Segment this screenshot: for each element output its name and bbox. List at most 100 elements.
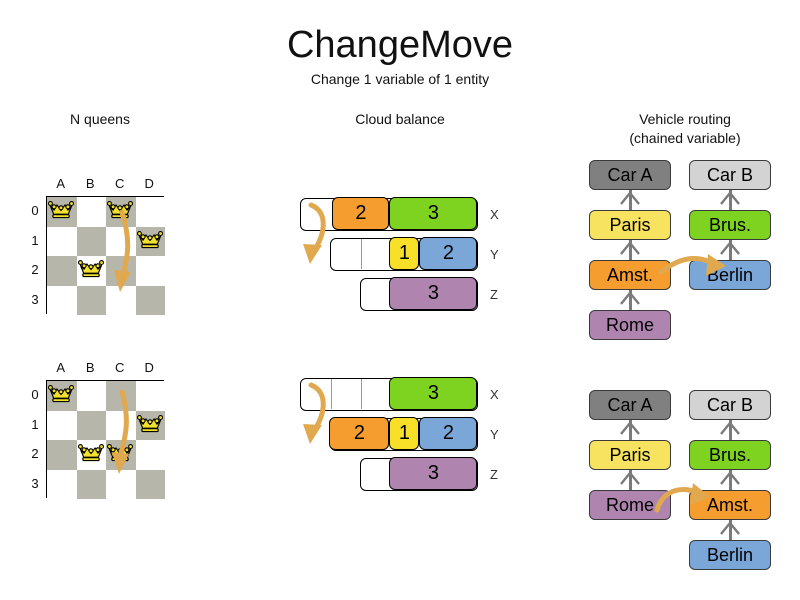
board-cell[interactable] [76, 197, 106, 227]
route-node[interactable]: Brus. [689, 210, 771, 240]
section-title-vehicle-routing: Vehicle routing [639, 111, 731, 127]
route-node[interactable]: Amst. [689, 490, 771, 520]
cloud-process[interactable]: 3 [389, 377, 478, 411]
cloud-bar[interactable]: 3 [360, 277, 478, 311]
board-cell[interactable] [135, 381, 165, 411]
board-cell[interactable] [76, 410, 106, 440]
board-cell[interactable] [135, 469, 165, 499]
queen-piece[interactable] [47, 382, 75, 408]
board-cell[interactable] [76, 469, 106, 499]
cloud-bar-tick [361, 379, 362, 409]
board-cell[interactable] [47, 285, 77, 315]
board-cell[interactable] [135, 285, 165, 315]
cloud-computer-label: X [490, 387, 499, 402]
route-edge [728, 470, 732, 490]
queen-icon [77, 444, 104, 462]
cloud-computer-label: Z [490, 467, 498, 482]
route-edge [628, 240, 632, 260]
route-arrowhead-icon [720, 421, 740, 435]
route-arrowhead-icon [620, 241, 640, 255]
board-cell[interactable] [135, 440, 165, 470]
cloud-process[interactable]: 3 [389, 457, 478, 491]
route-node[interactable]: Brus. [689, 440, 771, 470]
board-rank-label: 3 [31, 291, 39, 307]
cloud-bar[interactable]: 3 [360, 457, 478, 491]
route-arrowhead-icon [720, 471, 740, 485]
route-edge [728, 190, 732, 210]
board-cell[interactable] [47, 440, 77, 470]
route-node[interactable]: Rome [589, 310, 671, 340]
cloud-computer-label: X [490, 207, 499, 222]
queen-piece[interactable] [77, 257, 104, 283]
queen-icon [136, 414, 163, 432]
route-node[interactable]: Amst. [589, 260, 671, 290]
board-rank-label: 1 [31, 232, 39, 248]
cloud-process[interactable]: 2 [419, 417, 478, 451]
route-node[interactable]: Berlin [689, 260, 771, 290]
route-arrowhead-icon [720, 191, 740, 205]
route-node[interactable]: Car A [589, 390, 671, 420]
board-file-label: D [144, 360, 154, 375]
board-cell[interactable] [47, 226, 77, 256]
board-file-label: A [56, 360, 66, 375]
board-cell[interactable] [76, 381, 106, 411]
route-arrowhead-icon [620, 471, 640, 485]
route-node[interactable]: Paris [589, 210, 671, 240]
route-node[interactable]: Berlin [689, 540, 771, 570]
board-cell[interactable] [135, 197, 165, 227]
board-cell[interactable] [47, 256, 77, 286]
route-node[interactable]: Car B [689, 390, 771, 420]
chess-board[interactable] [46, 196, 165, 315]
cloud-process[interactable]: 2 [329, 417, 390, 451]
cloud-process[interactable]: 3 [389, 197, 478, 231]
board-cell[interactable] [76, 226, 106, 256]
board-rank-label: 2 [31, 262, 39, 277]
board-cell[interactable] [76, 285, 106, 315]
route-edge [628, 290, 632, 310]
route-arrowhead-icon [620, 291, 640, 305]
route-edge [628, 470, 632, 490]
route-node[interactable]: Car A [589, 160, 671, 190]
board-cell[interactable] [47, 410, 77, 440]
page-title: ChangeMove [286, 24, 514, 66]
route-node[interactable]: Paris [589, 440, 671, 470]
cloud-bar[interactable]: 3 [300, 377, 478, 411]
cloud-process[interactable]: 3 [389, 277, 478, 311]
board-cell[interactable] [106, 469, 136, 499]
route-edge [628, 190, 632, 210]
route-arrowhead-icon [620, 191, 640, 205]
route-arrowhead-icon [720, 241, 740, 255]
board-cell[interactable] [135, 256, 165, 286]
board-file-label: B [85, 360, 95, 375]
queen-icon [136, 230, 163, 248]
queen-piece[interactable] [136, 228, 163, 254]
route-node[interactable]: Rome [589, 490, 671, 520]
queen-piece[interactable] [136, 412, 163, 438]
board-file-label: D [144, 176, 154, 191]
route-edge [728, 240, 732, 260]
route-node[interactable]: Car B [689, 160, 771, 190]
cloud-process[interactable]: 1 [389, 237, 420, 271]
queen-piece[interactable] [77, 441, 104, 467]
cloud-process[interactable]: 1 [389, 417, 420, 451]
route-arrowhead-icon [720, 521, 740, 535]
board-cell[interactable] [47, 469, 77, 499]
page-subtitle: Change 1 variable of 1 entity [310, 71, 490, 87]
cloud-process[interactable]: 2 [419, 237, 478, 271]
queen-icon [47, 385, 75, 403]
board-file-label: B [85, 176, 95, 191]
cloud-bar-tick [361, 239, 362, 269]
route-arrowhead-icon [620, 421, 640, 435]
cloud-process[interactable]: 2 [332, 197, 390, 231]
board-file-label: C [115, 360, 125, 375]
section-title-vehicle-routing-sub: (chained variable) [629, 130, 741, 146]
queen-piece[interactable] [47, 198, 75, 224]
board-rank-label: 1 [31, 416, 39, 432]
chess-board[interactable] [46, 380, 165, 499]
